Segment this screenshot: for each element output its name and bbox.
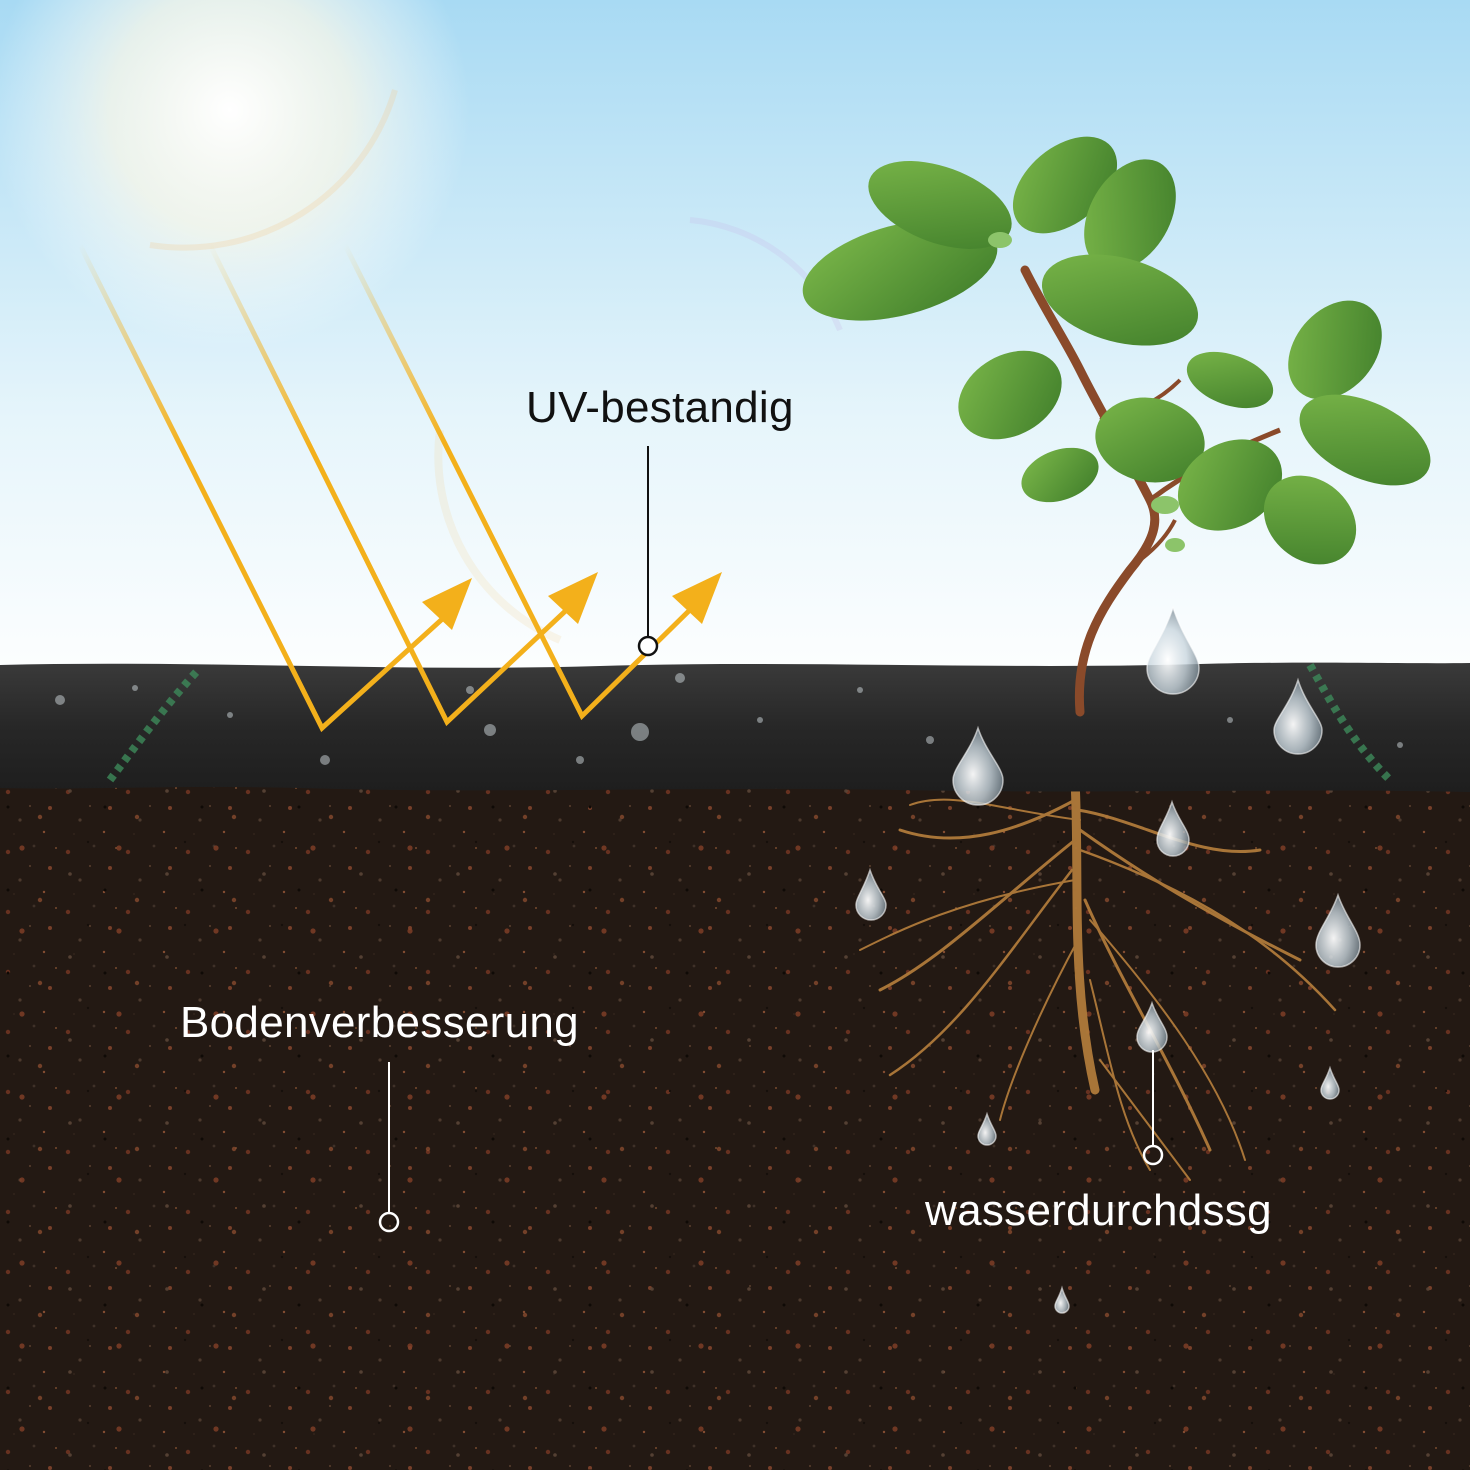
weed-fabric bbox=[0, 662, 1470, 792]
callout-dot-icon bbox=[1142, 1144, 1164, 1166]
sun-ray-arrow-icon bbox=[77, 243, 702, 733]
callout-water bbox=[1142, 1050, 1164, 1166]
callout-dot-icon bbox=[637, 635, 659, 657]
callout-soil bbox=[378, 1062, 400, 1233]
label-water-permeable: wasserdurchdssg bbox=[925, 1186, 1272, 1235]
plant-icon bbox=[802, 136, 1431, 717]
label-uv-resistant: UV-bestandig bbox=[526, 383, 794, 432]
water-drop-icon bbox=[855, 605, 1361, 1314]
callout-dot-icon bbox=[378, 1211, 400, 1233]
callout-uv bbox=[637, 446, 659, 657]
roots bbox=[859, 775, 1337, 1181]
label-soil-improvement: Bodenverbesserung bbox=[180, 998, 579, 1047]
